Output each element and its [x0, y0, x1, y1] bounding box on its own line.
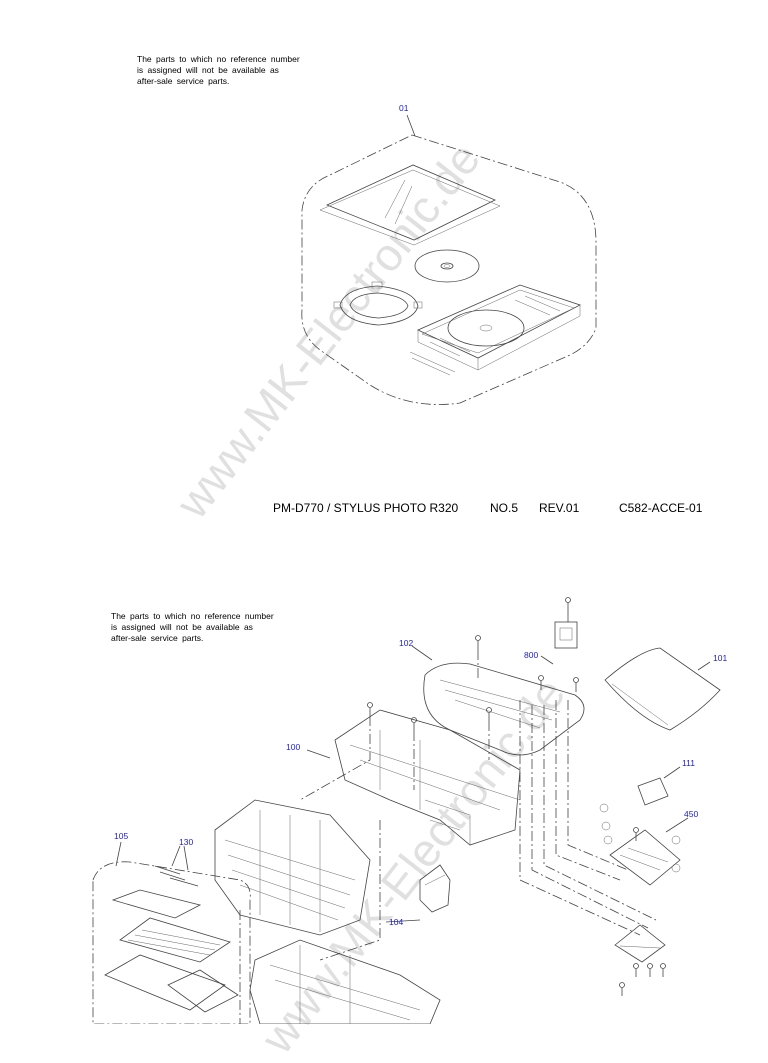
footer-revision: REV.01	[539, 501, 580, 515]
ref-104: 104	[389, 917, 404, 927]
cd-tray	[409, 284, 582, 376]
leader-line-102	[411, 645, 433, 661]
leader-line-450	[665, 817, 689, 833]
panel-board	[599, 803, 681, 886]
ref-800: 800	[524, 650, 539, 660]
panel-housing	[614, 924, 666, 963]
footer-model: PM-D770 / STYLUS PHOTO R320	[273, 501, 459, 515]
note-bottom: The parts to which no reference number i…	[111, 611, 274, 643]
leader-line-100	[306, 749, 331, 759]
leader-line-01	[406, 114, 416, 137]
connector-800	[554, 621, 578, 649]
leader-line-104	[385, 919, 421, 923]
assembly-guide-lines	[239, 612, 657, 1024]
waste-ink-pad	[419, 864, 451, 913]
paper-support-box	[92, 861, 251, 1024]
ref-450: 450	[684, 809, 699, 819]
leader-line-800	[540, 655, 554, 665]
screws	[367, 597, 666, 996]
ref-01: 01	[399, 103, 409, 113]
cd-disc	[414, 249, 480, 283]
leader-line-130	[171, 845, 189, 871]
leader-line-101	[697, 661, 711, 671]
ref-102: 102	[399, 638, 414, 648]
cd-adapter	[333, 281, 423, 326]
ref-101: 101	[713, 653, 728, 663]
accessories-diagram	[301, 114, 597, 405]
lower-case	[249, 939, 441, 1024]
leader-line-111	[663, 766, 681, 779]
ref-100: 100	[286, 742, 301, 752]
button-panel-111	[637, 777, 669, 806]
note-top: The parts to which no reference number i…	[137, 54, 300, 86]
top-cover	[604, 647, 721, 731]
lower-housing	[334, 709, 521, 846]
footer-code: C582-ACCE-01	[619, 501, 703, 515]
printer-mechanism	[214, 799, 371, 936]
printer-assembly-diagram	[92, 597, 721, 1024]
film-sheet	[319, 164, 501, 246]
footer-number: NO.5	[490, 501, 519, 515]
ref-130: 130	[179, 837, 194, 847]
ref-105: 105	[114, 831, 129, 841]
upper-housing	[423, 662, 585, 756]
ref-111: 111	[682, 758, 695, 768]
parts-130	[154, 865, 199, 887]
accessories-box-outline	[301, 134, 597, 405]
